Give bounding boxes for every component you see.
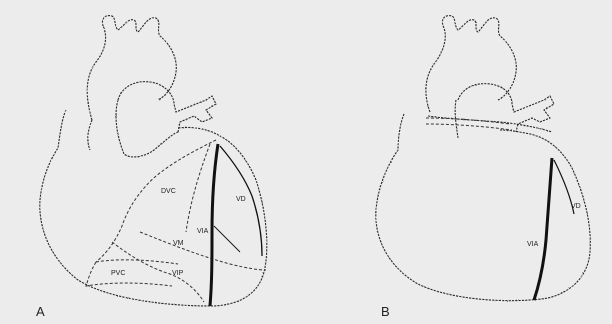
aortic-arch xyxy=(87,16,176,120)
vena-cava xyxy=(116,100,178,157)
panel-b-via-vessel xyxy=(534,158,574,300)
heart-outline xyxy=(40,110,267,306)
label-via-b: VIA xyxy=(527,241,539,248)
vm-branch-path xyxy=(186,144,210,232)
label-pvc: PVC xyxy=(111,270,125,277)
pulmonary-trunk xyxy=(118,82,216,132)
panel-letter-a: A xyxy=(36,304,45,319)
heart-outline-b xyxy=(376,114,590,301)
panel-a xyxy=(40,16,267,306)
label-vd-b: VD xyxy=(571,203,581,210)
panel-b xyxy=(376,16,590,301)
pulmonary-trunk-b xyxy=(458,84,554,132)
label-via-a: VIA xyxy=(197,228,209,235)
lower-branch xyxy=(96,260,178,264)
label-vip: VIP xyxy=(172,270,184,277)
label-vm: VM xyxy=(173,240,184,247)
panel-letter-b: B xyxy=(381,304,390,319)
panel-a-vessels xyxy=(86,140,266,302)
panel-a-via-vessel xyxy=(210,144,262,306)
label-vd-a: VD xyxy=(236,196,246,203)
vm-path xyxy=(140,232,266,270)
aortic-arch-b xyxy=(426,16,516,112)
label-dvc: DVC xyxy=(161,188,176,195)
pvc-path xyxy=(86,262,172,286)
vip-path xyxy=(112,242,204,302)
